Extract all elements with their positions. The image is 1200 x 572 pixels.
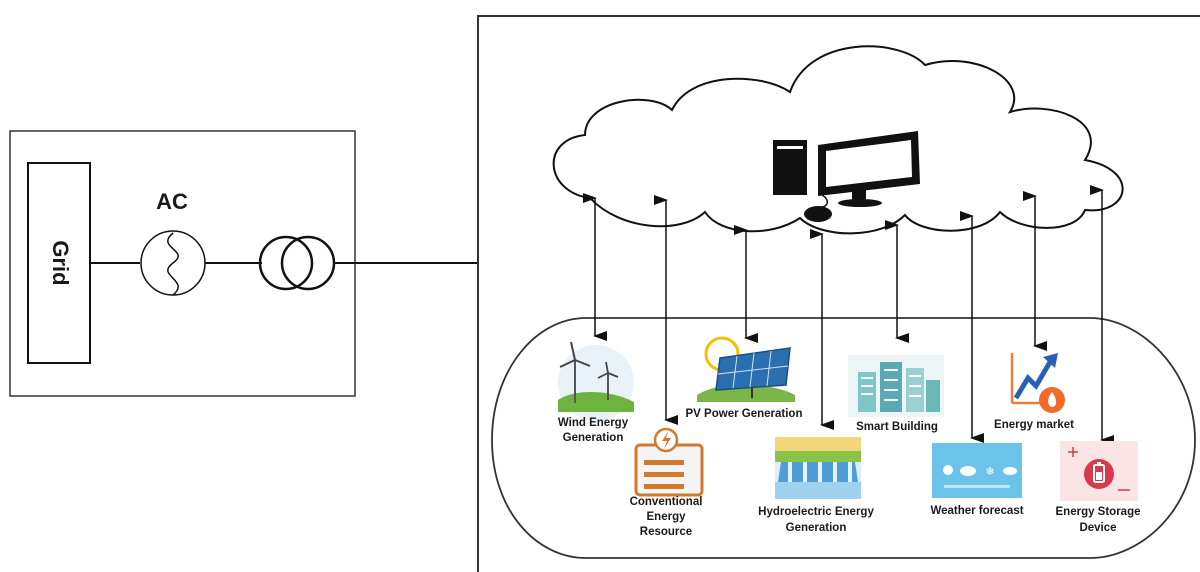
- storage-label-1: Energy Storage: [1056, 506, 1141, 518]
- hydro-label-1: Hydroelectric Energy: [758, 506, 874, 518]
- cloud-shape: [552, 45, 1124, 235]
- hydro-label-2: Generation: [786, 522, 847, 534]
- energy-market-label: Energy market: [994, 419, 1074, 431]
- wind-label-1: Wind Energy: [558, 417, 629, 429]
- wind-label-2: Generation: [563, 432, 624, 444]
- grid-label: Grid: [48, 240, 73, 285]
- energy-storage-icon: [1060, 441, 1138, 501]
- storage-label-2: Device: [1079, 522, 1116, 534]
- weather-forecast-icon: ❄: [932, 443, 1022, 498]
- ac-label: AC: [156, 189, 188, 214]
- conventional-label-3: Resource: [640, 526, 692, 538]
- solar-panel-icon: [697, 336, 795, 402]
- hydro-dam-icon: [775, 437, 861, 499]
- conventional-label-1: Conventional: [630, 496, 703, 508]
- pv-label: PV Power Generation: [686, 408, 803, 420]
- svg-text:❄: ❄: [985, 465, 994, 478]
- energy-market-icon: [1010, 353, 1065, 413]
- communication-arrows: [583, 185, 1114, 445]
- transformer-icon: [258, 235, 336, 291]
- weather-label: Weather forecast: [930, 505, 1023, 517]
- smart-building-icon: [848, 355, 944, 417]
- conventional-label-2: Energy: [647, 511, 687, 523]
- ac-sine-icon: [167, 232, 179, 296]
- microgrid-frame: [477, 15, 1200, 572]
- grid-block: [27, 162, 91, 364]
- resources-ellipse: [491, 317, 1196, 559]
- computer-icon: [773, 131, 920, 222]
- smart-building-label: Smart Building: [856, 421, 938, 433]
- wind-turbine-icon: [558, 341, 634, 421]
- generator-icon: [634, 427, 704, 497]
